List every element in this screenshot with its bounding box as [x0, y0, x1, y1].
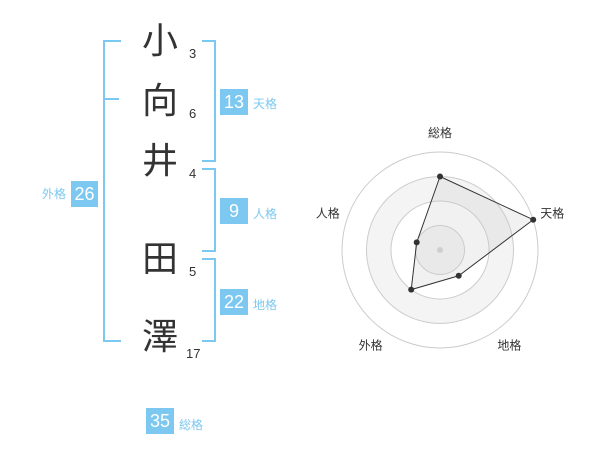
radar-point-1: [437, 173, 443, 180]
gaikaku-label: 外格: [41, 187, 66, 201]
name-char-5: 澤: [142, 317, 179, 358]
radar-axis-label-5: 人格: [316, 206, 340, 221]
radar-point-4: [408, 286, 415, 293]
radar-axis-label-3: 地格: [497, 337, 521, 352]
tenkaku-value: 13: [220, 89, 248, 115]
chikaku-label: 地格: [253, 298, 278, 312]
chikaku-value: 22: [220, 289, 248, 315]
stroke-count-2: 6: [189, 106, 197, 121]
name-char-1: 小: [142, 21, 179, 62]
radar-center-dot: [437, 247, 443, 253]
jinkaku-value: 9: [220, 198, 248, 224]
soukaku-value: 35: [146, 408, 174, 434]
stroke-count-3: 4: [189, 166, 197, 181]
name-char-3: 井: [142, 141, 179, 182]
gaikaku-bracket: [103, 40, 121, 342]
radar-point-3: [455, 272, 462, 279]
jinkaku-bracket: [202, 168, 216, 252]
name-char-2: 向: [142, 81, 179, 122]
radar-series-area: [410, 175, 535, 291]
jinkaku-label: 人格: [253, 207, 278, 221]
radar-axis-label-1: 総格: [428, 125, 452, 140]
radar-point-5: [413, 239, 420, 246]
soukaku-label: 総格: [179, 418, 204, 432]
name-char-4: 田: [142, 239, 179, 280]
gaikaku-bracket-tick: [103, 98, 119, 100]
radar-point-2: [530, 216, 537, 223]
radar-axis-label-4: 外格: [359, 337, 383, 352]
stroke-count-4: 5: [189, 264, 197, 279]
tenkaku-bracket: [202, 40, 216, 162]
tenkaku-label: 天格: [253, 97, 278, 111]
stroke-count-1: 3: [189, 46, 197, 61]
radar-axis-label-2: 天格: [540, 206, 564, 221]
gaikaku-value: 26: [71, 181, 98, 207]
chikaku-bracket: [202, 258, 216, 342]
stroke-count-5: 17: [186, 346, 201, 361]
